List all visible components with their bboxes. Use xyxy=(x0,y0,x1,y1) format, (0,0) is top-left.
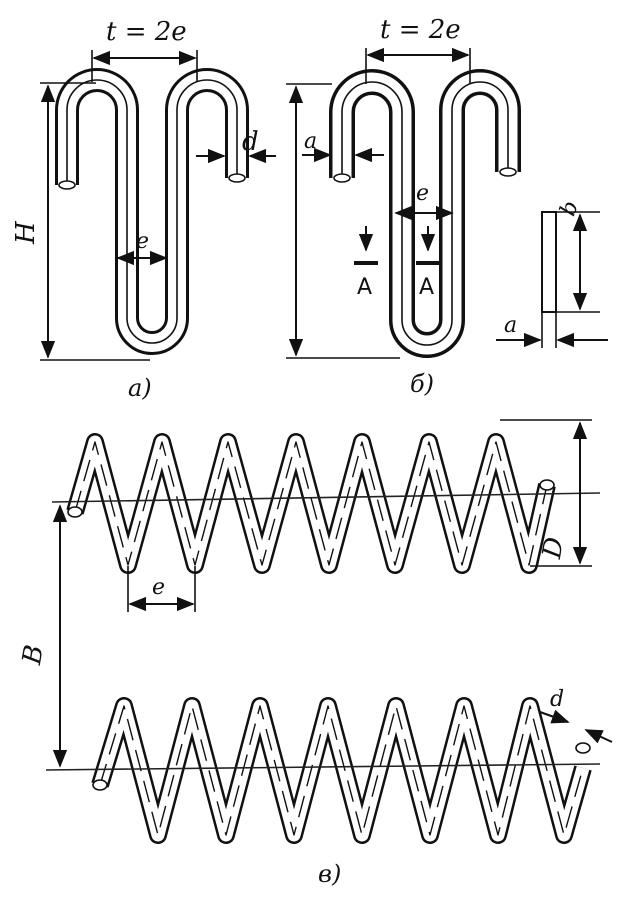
gap-label: e xyxy=(136,229,149,254)
diameter-label: d xyxy=(242,127,259,157)
strip-cross-section: b a xyxy=(496,198,608,348)
caption-v: в) xyxy=(318,860,341,888)
height-label: H xyxy=(11,220,41,245)
pitch-label-v: e xyxy=(152,575,165,600)
pitch-label: t = 2e xyxy=(106,17,187,47)
upper-zigzag-element xyxy=(66,433,556,574)
pitch-dimension-v: e xyxy=(127,566,196,612)
strip-thickness-label: a xyxy=(504,313,517,338)
section-marker-right: A xyxy=(416,226,440,300)
lower-zigzag-element xyxy=(91,697,592,844)
wire-diameter-label-v: d xyxy=(550,687,564,712)
section-marker-left: A xyxy=(354,226,378,300)
pitch-label-b: t = 2e xyxy=(380,15,461,45)
diameter-dimension-a: d xyxy=(196,127,276,164)
width-label: b xyxy=(556,198,584,220)
pitch-dimension-a: t = 2e xyxy=(91,17,198,82)
thickness-label-b: a xyxy=(304,129,317,154)
panel-b: t = 2e a e A A xyxy=(286,15,608,398)
width-label-D: D xyxy=(537,535,570,562)
gap-label-b: e xyxy=(416,181,429,206)
thickness-dimension-b: a xyxy=(302,129,384,163)
gap-dimension-b: e xyxy=(394,181,454,221)
hairpin-tube-a xyxy=(55,68,249,355)
upper-axis-line xyxy=(51,492,601,503)
panel-v: D e B d в) xyxy=(17,419,613,888)
spacing-dimension-B: B xyxy=(17,504,68,768)
panel-a: t = 2e H d e а) xyxy=(11,17,276,402)
gap-dimension-a: e xyxy=(116,229,168,266)
section-label-left: A xyxy=(357,275,372,300)
lower-axis-line xyxy=(45,763,601,771)
caption-b: б) xyxy=(410,370,434,398)
hairpin-strip-b xyxy=(329,69,521,358)
pitch-dimension-b: t = 2e xyxy=(365,15,471,84)
wire-diameter-dimension-v: d xyxy=(539,687,613,744)
spacing-label-B: B xyxy=(17,643,50,668)
height-dimension-b xyxy=(286,83,400,359)
section-label-right: A xyxy=(419,275,434,300)
width-dimension-D: D xyxy=(500,419,592,567)
height-dimension-a: H xyxy=(11,82,150,361)
caption-a: а) xyxy=(128,374,152,402)
